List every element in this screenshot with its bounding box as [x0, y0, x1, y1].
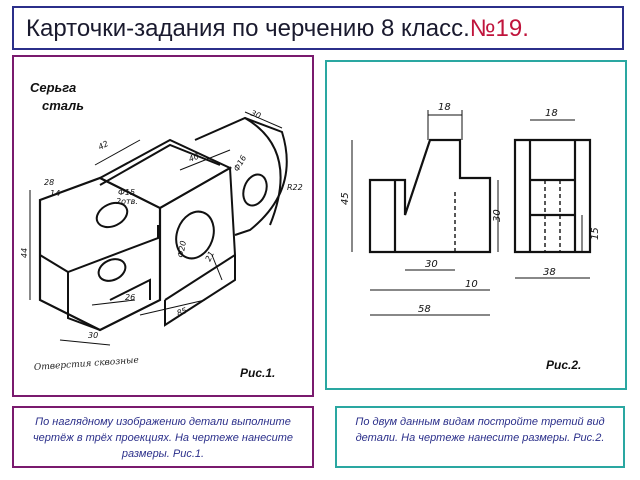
side-verticals	[528, 140, 577, 252]
figure2-panel	[325, 60, 627, 390]
side-horizontals	[530, 178, 575, 217]
title-banner: Карточки-задания по черчению 8 класс.№19…	[12, 6, 624, 50]
dim-85: 85	[176, 306, 189, 318]
card-number: №19.	[469, 15, 529, 42]
fig2-dim-10: 10	[465, 279, 478, 290]
fig2-dim-38: 38	[543, 267, 556, 278]
middle-upright-side	[164, 255, 236, 327]
side-view	[513, 138, 592, 254]
dim-26: 26	[125, 293, 135, 302]
beam-top-back	[99, 143, 221, 186]
figure1-label: Рис.1.	[240, 366, 276, 380]
dim-30-top: 30	[249, 109, 262, 121]
dim-14: 14	[50, 189, 60, 198]
task-text-right: По двум данным видам постройте третий ви…	[355, 416, 605, 444]
fig2-dim-18b: 18	[545, 108, 558, 119]
hole-middle	[175, 210, 215, 260]
side-outline	[513, 138, 592, 254]
dim-28: 28	[44, 178, 54, 187]
slot-step	[109, 278, 151, 301]
part-material: сталь	[42, 98, 84, 113]
hole-ear	[242, 173, 268, 207]
title-main: Карточки-задания по черчению 8 класс.	[26, 15, 470, 42]
fig2-dimension-lines	[351, 110, 590, 316]
part-outline	[38, 116, 288, 332]
side-hidden-lines	[544, 180, 561, 252]
ear-plate	[194, 116, 288, 236]
bottom-slot	[67, 272, 101, 331]
dimension-lines	[29, 111, 283, 346]
ear-round	[244, 117, 282, 226]
dim-40: 40	[187, 152, 200, 164]
dim-30-bottom: 30	[88, 331, 98, 340]
fig2-dim-30b: 30	[425, 259, 438, 270]
dim-42: 42	[97, 139, 110, 152]
holes	[95, 173, 268, 282]
dim-f20: Ф20	[176, 240, 188, 258]
figure2-label: Рис.2.	[546, 358, 582, 372]
hole-mid-left	[97, 258, 127, 282]
dim-r22: R22	[287, 183, 303, 192]
fig2-dim-58: 58	[418, 304, 431, 315]
dim-21: 21	[204, 250, 216, 263]
fig2-dim-30: 30	[492, 209, 503, 222]
dim-f15-sub: 2отв.	[116, 197, 138, 206]
dim-f15: Ф15	[118, 188, 135, 197]
middle-upright	[159, 166, 237, 301]
task-text-left: По наглядному изображению детали выполни…	[32, 416, 294, 460]
fig2-dim-15: 15	[590, 227, 601, 240]
fig2-dim-45: 45	[340, 192, 351, 205]
hole-top-left	[95, 201, 129, 229]
task-box-left: По наглядному изображению детали выполни…	[12, 406, 314, 468]
task-box-right: По двум данным видам постройте третий ви…	[335, 406, 625, 468]
front-outline	[368, 138, 492, 254]
front-view	[368, 138, 492, 254]
page-title: Карточки-задания по черчению 8 класс.№19…	[26, 15, 529, 43]
part-name: Серьга	[30, 80, 77, 95]
fig2-dim-18a: 18	[438, 102, 451, 113]
dim-44: 44	[20, 248, 29, 258]
